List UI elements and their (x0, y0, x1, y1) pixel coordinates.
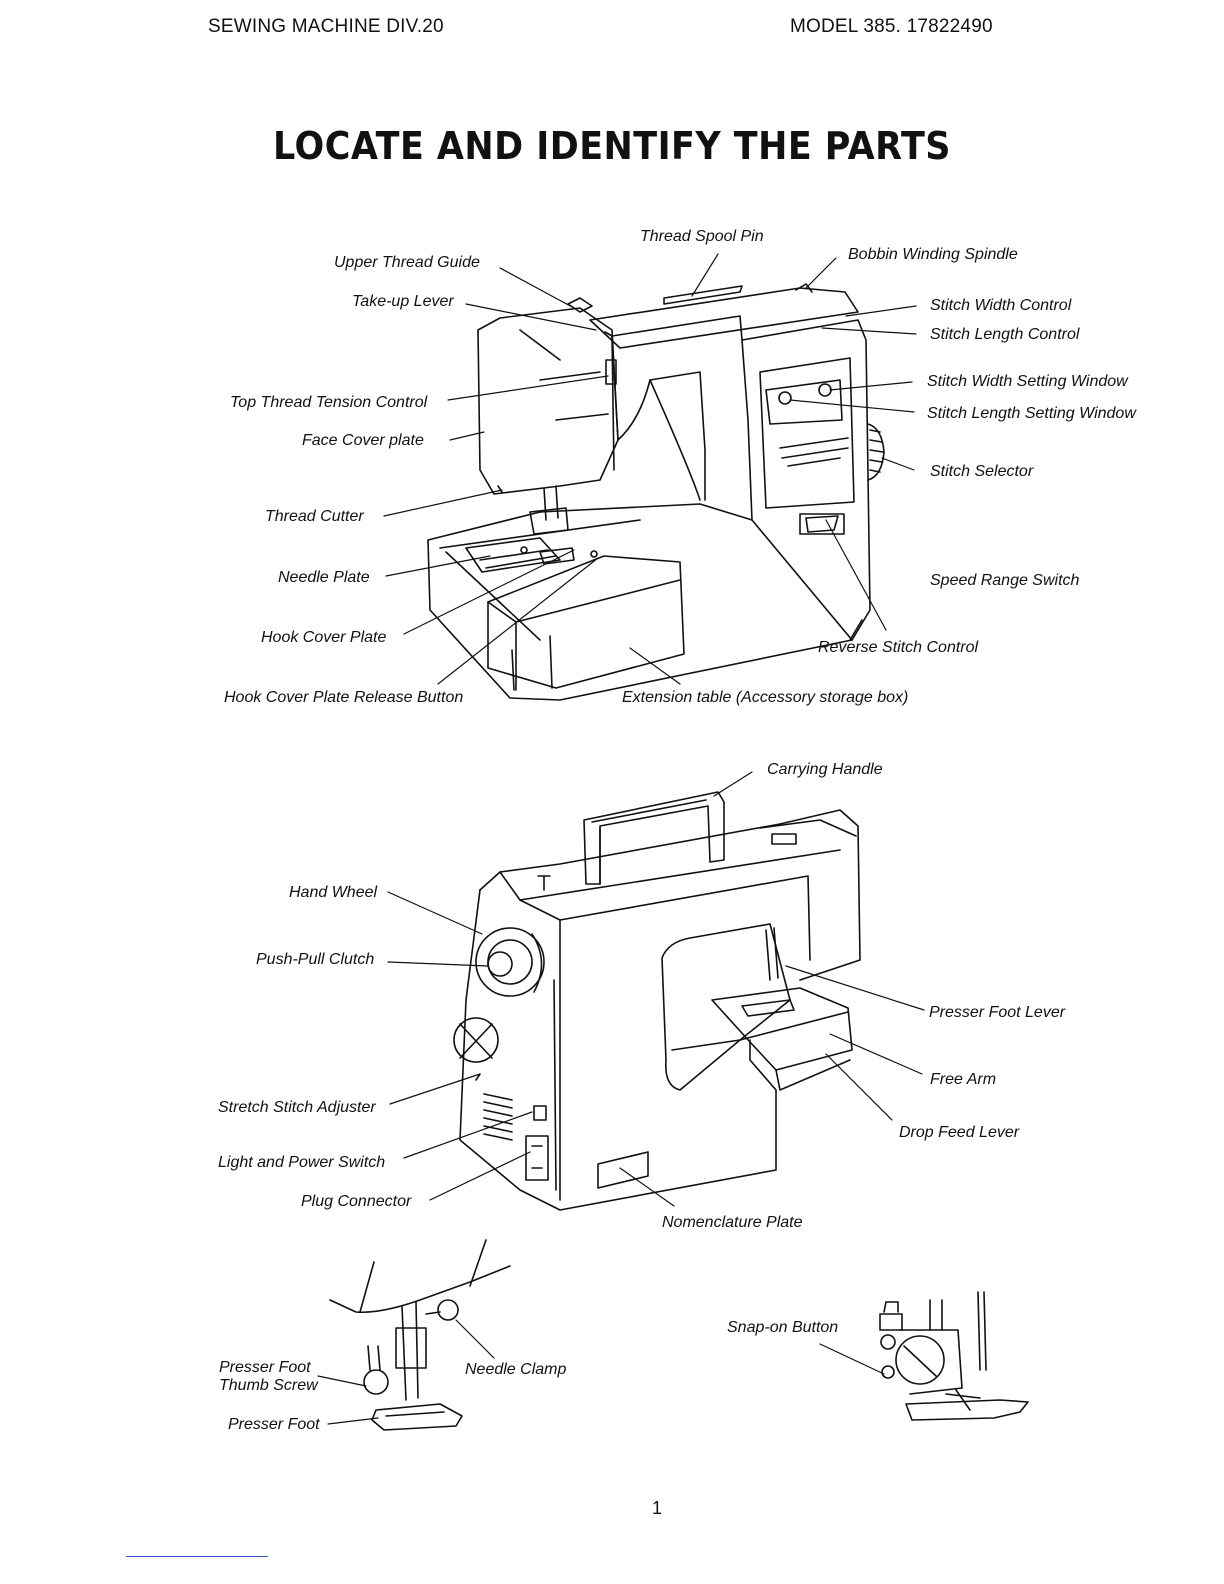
label-face-cover-plate: Face Cover plate (302, 432, 424, 449)
label-presser-foot: Presser Foot (228, 1416, 320, 1433)
label-bobbin-winding-spindle: Bobbin Winding Spindle (848, 246, 1018, 263)
label-extension-table: Extension table (Accessory storage box) (622, 689, 909, 706)
bottom-rule (126, 1556, 268, 1557)
snap-on-detail (879, 1291, 1029, 1421)
label-top-thread-tension-control: Top Thread Tension Control (230, 394, 428, 411)
label-push-pull-clutch: Push-Pull Clutch (256, 951, 375, 968)
label-stitch-width-setting-window: Stitch Width Setting Window (927, 373, 1128, 390)
label-presser-foot-thumb-screw-line1: Presser Foot (219, 1359, 311, 1376)
page-number: 1 (652, 1498, 663, 1518)
presser-foot-detail (329, 1239, 511, 1431)
label-speed-range-switch: Speed Range Switch (930, 572, 1080, 589)
label-stitch-selector: Stitch Selector (930, 463, 1034, 480)
label-thread-spool-pin: Thread Spool Pin (640, 228, 764, 245)
label-snap-on-button: Snap-on Button (727, 1319, 839, 1336)
label-presser-foot-thumb-screw-line2: Thumb Screw (219, 1377, 318, 1394)
label-presser-foot-lever: Presser Foot Lever (929, 1004, 1066, 1021)
label-carrying-handle: Carrying Handle (767, 761, 883, 778)
label-thread-cutter: Thread Cutter (265, 508, 364, 525)
label-stretch-stitch-adjuster: Stretch Stitch Adjuster (218, 1099, 376, 1116)
label-stitch-length-control: Stitch Length Control (930, 326, 1080, 343)
back-view-leaders (387, 771, 925, 1207)
page-title: LOCATE AND IDENTIFY THE PARTS (273, 124, 951, 168)
front-view-leaders (383, 253, 917, 685)
label-needle-plate: Needle Plate (278, 569, 370, 586)
label-hook-cover-plate: Hook Cover Plate (261, 629, 387, 646)
label-upper-thread-guide: Upper Thread Guide (334, 254, 480, 271)
back-view-machine (453, 791, 861, 1211)
label-hand-wheel: Hand Wheel (289, 884, 378, 901)
header-right: MODEL 385. 17822490 (790, 16, 993, 37)
label-stitch-width-control: Stitch Width Control (930, 297, 1072, 314)
label-stitch-length-setting-window: Stitch Length Setting Window (927, 405, 1136, 422)
header-left: SEWING MACHINE DIV.20 (208, 16, 444, 37)
label-free-arm: Free Arm (930, 1071, 997, 1088)
snap-on-leaders (819, 1343, 885, 1375)
label-reverse-stitch-control: Reverse Stitch Control (818, 639, 979, 656)
label-nomenclature-plate: Nomenclature Plate (662, 1214, 803, 1231)
front-view-machine (427, 283, 885, 701)
label-plug-connector: Plug Connector (301, 1193, 412, 1210)
label-needle-clamp: Needle Clamp (465, 1361, 567, 1378)
label-take-up-lever: Take-up Lever (352, 293, 454, 310)
label-hook-cover-plate-release-button: Hook Cover Plate Release Button (224, 689, 464, 706)
label-light-and-power-switch: Light and Power Switch (218, 1154, 386, 1171)
presser-foot-leaders (317, 1319, 495, 1425)
label-drop-feed-lever: Drop Feed Lever (899, 1124, 1020, 1141)
